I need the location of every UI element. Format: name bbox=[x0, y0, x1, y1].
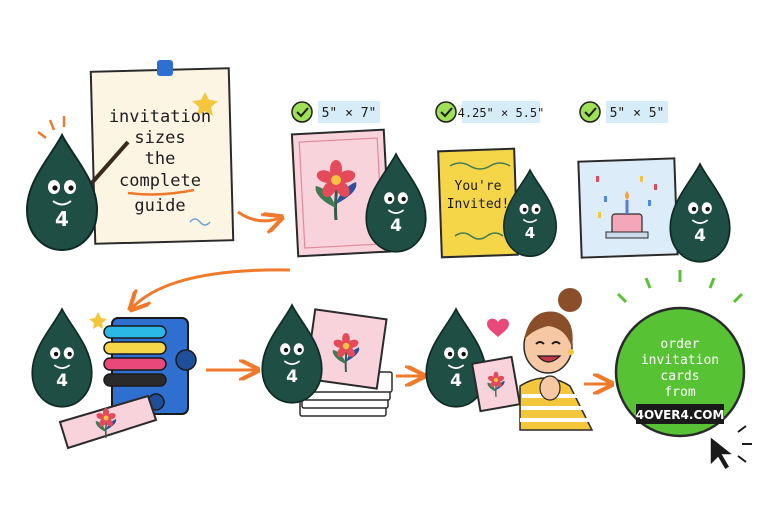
card-4x5: You're Invited! 4 bbox=[437, 147, 557, 259]
card-stack: 4 bbox=[261, 304, 393, 417]
poster-line-2: sizes bbox=[134, 128, 185, 148]
burst-lines bbox=[616, 270, 744, 304]
cta-badge[interactable]: order invitation cards from 4OVER4.COM bbox=[614, 270, 752, 472]
sparkle-icon bbox=[89, 312, 107, 329]
cta-line-1: order bbox=[660, 337, 699, 352]
svg-text:4.25" × 5.5": 4.25" × 5.5" bbox=[458, 106, 545, 120]
svg-text:4: 4 bbox=[450, 371, 462, 391]
brand-link[interactable] bbox=[636, 404, 724, 424]
star-icon bbox=[192, 92, 218, 116]
cursor-icon bbox=[709, 434, 737, 472]
brand-text: 4OVER4.COM bbox=[636, 408, 725, 422]
svg-text:4: 4 bbox=[286, 367, 298, 387]
pin-icon bbox=[157, 60, 173, 76]
svg-text:4: 4 bbox=[694, 226, 706, 246]
svg-text:4: 4 bbox=[525, 224, 535, 242]
cta-line-4: from bbox=[664, 385, 695, 400]
card-text-2: Invited! bbox=[447, 197, 510, 212]
heart-icon bbox=[487, 318, 509, 337]
card-handoff: 4 bbox=[425, 288, 594, 431]
guide-poster: invitation sizes the complete guide bbox=[89, 60, 235, 245]
mascot-number: 4 bbox=[55, 207, 69, 231]
svg-text:5" × 5": 5" × 5" bbox=[610, 106, 665, 121]
arrow-2 bbox=[132, 268, 291, 308]
svg-text:5" × 7": 5" × 7" bbox=[322, 106, 377, 121]
arrow-1 bbox=[237, 210, 280, 221]
poster-line-4: complete bbox=[119, 171, 201, 191]
check-icon bbox=[579, 101, 601, 123]
check-icon bbox=[435, 101, 457, 123]
svg-text:4: 4 bbox=[56, 371, 68, 391]
size-label-5x5: 5" × 5" bbox=[579, 101, 668, 123]
mascot-pointing: 4 bbox=[26, 116, 130, 251]
check-icon bbox=[291, 101, 313, 123]
size-label-5x7: 5" × 7" bbox=[291, 101, 380, 123]
cake-icon bbox=[605, 191, 649, 239]
printing-press: 4 bbox=[31, 308, 197, 450]
card-5x5: 4 bbox=[577, 157, 731, 263]
size-label-4x5: 4.25" × 5.5" bbox=[435, 101, 545, 123]
card-5x7: 4 bbox=[290, 128, 427, 258]
poster-line-5: guide bbox=[134, 196, 185, 216]
card-text-1: You're bbox=[455, 179, 502, 194]
poster-line-3: the bbox=[145, 149, 176, 169]
happy-person bbox=[519, 288, 594, 431]
cta-line-3: cards bbox=[660, 369, 699, 384]
underline bbox=[127, 188, 195, 196]
poster-line-1: invitation bbox=[109, 107, 211, 127]
svg-text:4: 4 bbox=[390, 216, 402, 236]
cta-line-2: invitation bbox=[641, 353, 719, 368]
